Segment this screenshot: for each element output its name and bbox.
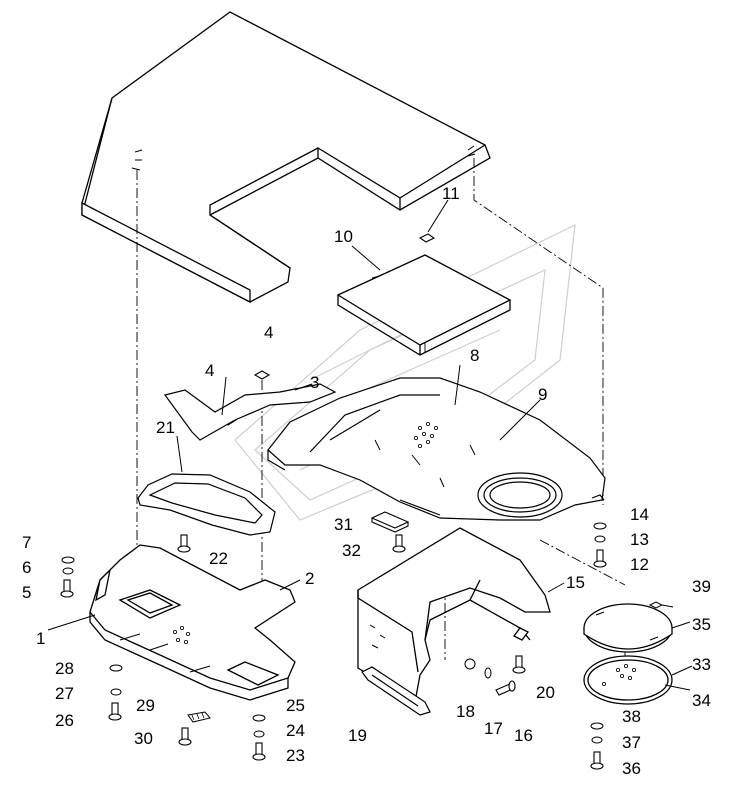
callout-25: 25 <box>286 696 305 715</box>
callout-26: 26 <box>55 711 74 730</box>
ceiling-cover <box>81 11 491 304</box>
callout-36: 36 <box>622 759 641 778</box>
bracket-part <box>370 511 410 533</box>
bolt-part <box>178 727 192 746</box>
callout-12: 12 <box>630 555 649 574</box>
bolt-part <box>392 534 406 553</box>
bolt-part <box>60 579 74 598</box>
callout-31: 31 <box>334 515 353 534</box>
callout-3: 3 <box>310 373 319 392</box>
bolt-part <box>108 702 122 721</box>
callout-20: 20 <box>536 683 555 702</box>
floor-mat <box>336 254 512 356</box>
callout-14: 14 <box>630 505 649 524</box>
callout-39: 39 <box>692 577 711 596</box>
callout-9: 9 <box>538 385 547 404</box>
callout-28: 28 <box>55 659 74 678</box>
callout-7: 7 <box>22 533 31 552</box>
callout-4b: 4 <box>205 361 214 380</box>
bolt-part <box>252 742 266 761</box>
callout-38: 38 <box>622 707 641 726</box>
callout-16: 16 <box>514 726 533 745</box>
callout-2: 2 <box>305 569 314 588</box>
rubber-stop <box>187 711 211 723</box>
rear-cover <box>357 527 551 704</box>
callout-22: 22 <box>209 549 228 568</box>
bolt-part <box>593 549 607 568</box>
floor-plate <box>267 377 606 521</box>
base-frame <box>89 544 296 701</box>
washer-parts <box>61 522 607 744</box>
callout-1: 1 <box>36 629 45 648</box>
callout-4: 4 <box>264 323 273 342</box>
callout-23: 23 <box>286 746 305 765</box>
callout-6: 6 <box>22 558 31 577</box>
callout-13: 13 <box>630 530 649 549</box>
callout-37: 37 <box>622 733 641 752</box>
callout-30: 30 <box>134 729 153 748</box>
callout-34: 34 <box>692 691 711 710</box>
callout-15: 15 <box>566 573 585 592</box>
bolt-part <box>512 655 526 674</box>
callout-leaders <box>47 199 693 691</box>
clip-part <box>418 233 436 243</box>
callout-8: 8 <box>470 346 479 365</box>
round-plate-assembly <box>583 603 673 705</box>
bolt-part <box>177 534 191 553</box>
callout-19: 19 <box>348 726 367 745</box>
callout-10: 10 <box>334 227 353 246</box>
callout-17: 17 <box>484 719 503 738</box>
callout-32: 32 <box>342 541 361 560</box>
callout-18: 18 <box>456 702 475 721</box>
callout-27: 27 <box>55 684 74 703</box>
bolt-part <box>590 751 604 770</box>
callout-11: 11 <box>442 184 460 203</box>
seal-strip <box>361 666 431 716</box>
gasket-part <box>137 473 276 536</box>
callout-numbers: 1 2 3 4 4 5 6 7 8 9 10 11 12 13 14 15 16… <box>22 184 711 778</box>
bolt-parts <box>60 534 607 770</box>
callout-24: 24 <box>286 721 305 740</box>
callout-33: 33 <box>692 655 711 674</box>
plate-part <box>163 383 337 441</box>
callout-5: 5 <box>22 583 31 602</box>
callout-21: 21 <box>156 418 175 437</box>
callout-35: 35 <box>692 615 711 634</box>
callout-29: 29 <box>136 696 155 715</box>
bolt-part <box>495 680 516 696</box>
